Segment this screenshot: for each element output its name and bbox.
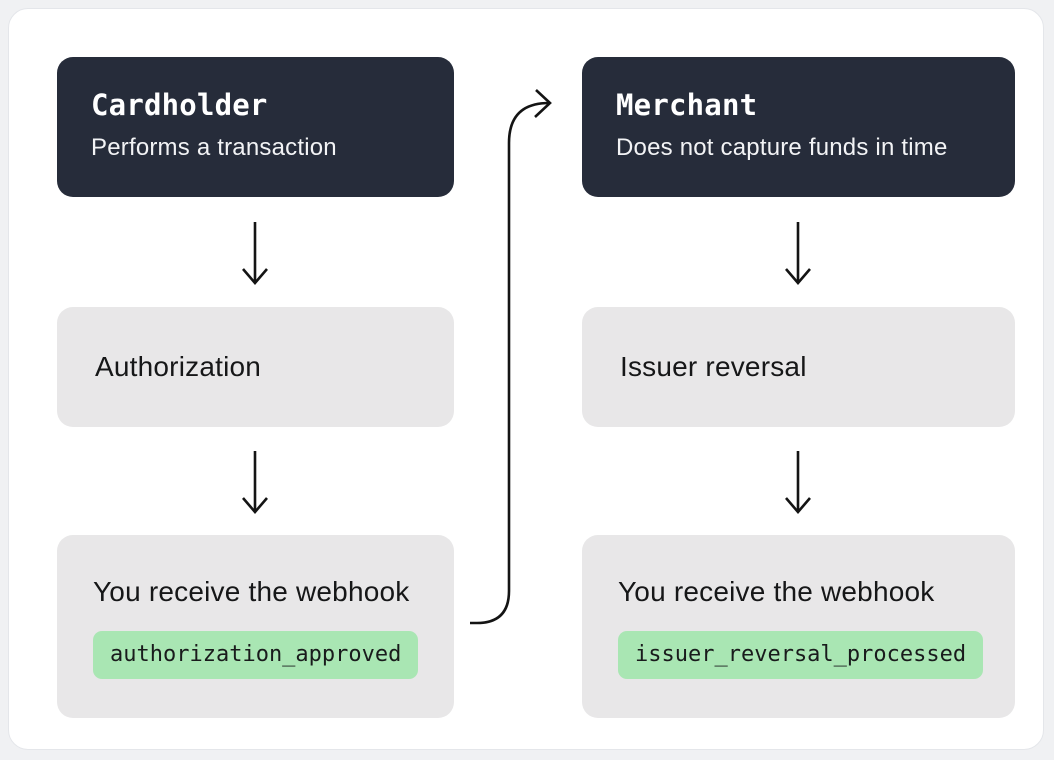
- merchant-flow-column: Merchant Does not capture funds in time …: [582, 57, 1015, 719]
- down-arrow-icon: [785, 451, 811, 514]
- issuer-reversal-step-label: Issuer reversal: [620, 351, 807, 382]
- diagram-card: Cardholder Performs a transaction Author…: [8, 8, 1044, 750]
- webhook-event-badge: issuer_reversal_processed: [618, 631, 984, 679]
- merchant-webhook-box: You receive the webhook issuer_reversal_…: [582, 535, 1015, 718]
- webhook-label: You receive the webhook: [618, 576, 935, 607]
- cardholder-header-box: Cardholder Performs a transaction: [57, 57, 454, 197]
- down-arrow-icon: [785, 222, 811, 285]
- issuer-reversal-step-box: Issuer reversal: [582, 307, 1015, 427]
- authorization-step-box: Authorization: [57, 307, 454, 427]
- webhook-event-badge: authorization_approved: [93, 631, 419, 679]
- cardholder-title: Cardholder: [91, 88, 268, 122]
- webhook-label: You receive the webhook: [93, 576, 410, 607]
- down-arrow-icon: [242, 222, 268, 285]
- cardholder-flow-column: Cardholder Performs a transaction Author…: [57, 57, 454, 719]
- merchant-subtitle: Does not capture funds in time: [616, 134, 948, 161]
- merchant-title: Merchant: [616, 88, 758, 122]
- merchant-header-box: Merchant Does not capture funds in time: [582, 57, 1015, 197]
- cardholder-subtitle: Performs a transaction: [91, 134, 337, 161]
- cardholder-webhook-box: You receive the webhook authorization_ap…: [57, 535, 454, 718]
- authorization-step-label: Authorization: [95, 351, 262, 382]
- down-arrow-icon: [242, 451, 268, 514]
